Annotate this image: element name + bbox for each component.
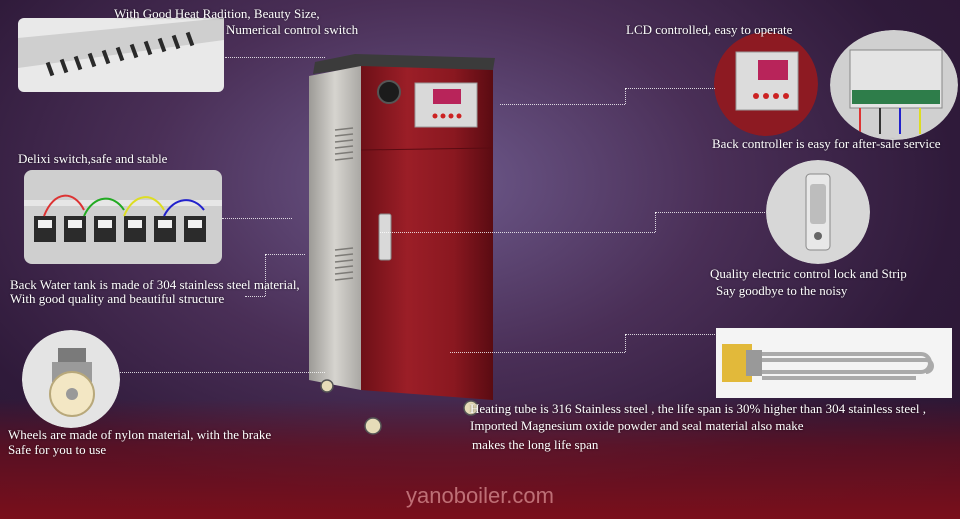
caption-back-controller: Back controller is easy for after-sale s… bbox=[712, 136, 941, 151]
leader-heating-v bbox=[625, 334, 626, 352]
leader-tank-2 bbox=[265, 254, 305, 255]
caption-heating-line3: makes the long life span bbox=[472, 437, 599, 452]
caption-wheels-line1: Wheels are made of nylon material, with … bbox=[8, 427, 272, 442]
caption-heating-line1: Heating tube is 316 Stainless steel , th… bbox=[470, 401, 927, 416]
back-controller-thumbnail bbox=[830, 30, 958, 140]
leader-delixi bbox=[222, 218, 292, 219]
lcd-panel-thumbnail bbox=[714, 32, 818, 136]
leader-tank bbox=[245, 296, 265, 297]
caption-heat-radiation-line2: Numerical control switch bbox=[226, 22, 359, 37]
leader-wheels bbox=[120, 372, 325, 373]
caption-water-tank-line2: With good quality and beautiful structur… bbox=[10, 291, 225, 306]
leader-tank-v bbox=[265, 254, 266, 296]
delixi-switch-thumbnail bbox=[24, 170, 222, 264]
heat-vent-thumbnail bbox=[18, 18, 224, 92]
caption-wheels-line2: Safe for you to use bbox=[8, 442, 107, 457]
door-lock-thumbnail bbox=[766, 160, 870, 264]
leader-heat bbox=[225, 57, 325, 58]
wheel-caster-thumbnail bbox=[22, 330, 120, 428]
heating-tube-thumbnail bbox=[716, 328, 952, 398]
caption-lock-line1: Quality electric control lock and Strip bbox=[710, 266, 907, 281]
leader-lock bbox=[380, 232, 655, 233]
caption-water-tank-line1: Back Water tank is made of 304 stainless… bbox=[10, 277, 300, 292]
leader-heating-2 bbox=[625, 334, 715, 335]
leader-lcd-2 bbox=[625, 88, 715, 89]
caption-heat-radiation-line1: With Good Heat Radition, Beauty Size, bbox=[114, 6, 320, 21]
caption-delixi: Delixi switch,safe and stable bbox=[18, 151, 168, 166]
caption-lcd: LCD controlled, easy to operate bbox=[626, 22, 793, 37]
leader-lcd-v bbox=[625, 88, 626, 104]
caption-lock-line2: Say goodbye to the noisy bbox=[716, 283, 848, 298]
footer-website: yanoboiler.com bbox=[406, 483, 554, 508]
caption-heating-line2: Imported Magnesium oxide powder and seal… bbox=[470, 418, 804, 433]
leader-lcd bbox=[500, 104, 625, 105]
steam-boiler-cabinet bbox=[309, 54, 495, 435]
leader-lock-2 bbox=[655, 212, 765, 213]
leader-heating bbox=[450, 352, 625, 353]
bottom-red-band bbox=[0, 399, 960, 519]
leader-lock-v bbox=[655, 212, 656, 232]
